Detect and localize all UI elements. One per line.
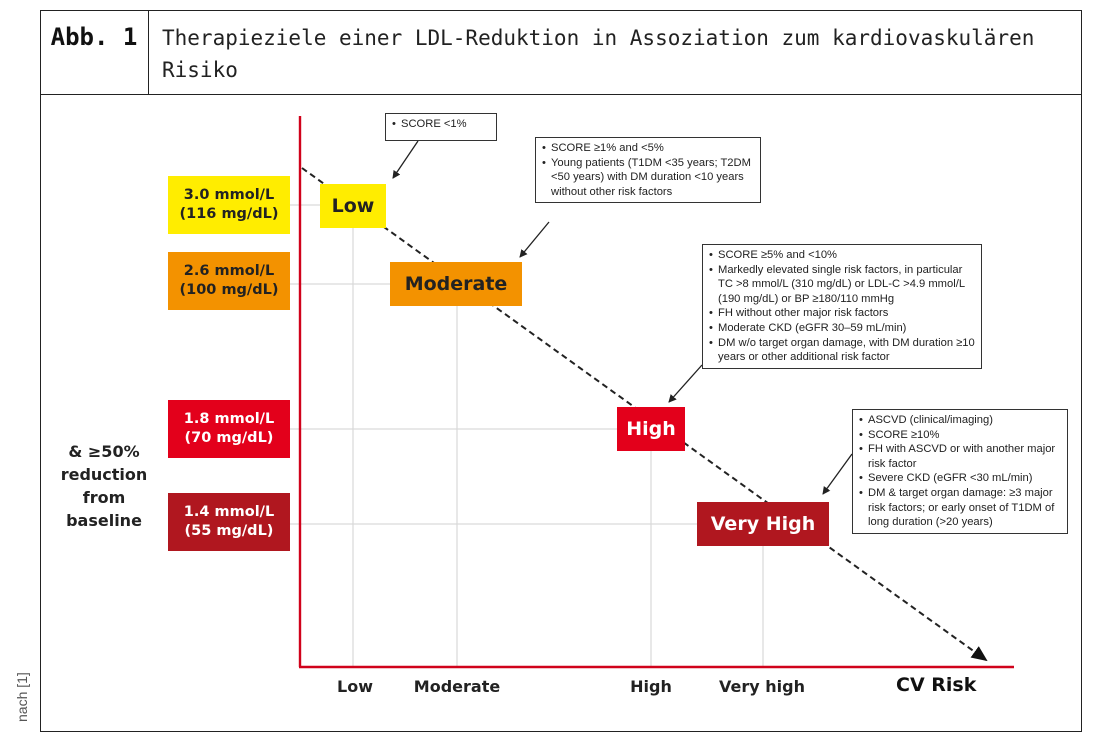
- target-very-high-mgdl: (55 mg/dL): [184, 523, 274, 539]
- figure-frame: [40, 10, 1082, 732]
- callout-high-item: Moderate CKD (eGFR 30–59 mL/min): [709, 321, 975, 336]
- pointer-moderate: [519, 221, 550, 258]
- callout-very-high-item: SCORE ≥10%: [859, 428, 1061, 443]
- header-separator: [148, 10, 149, 94]
- callout-moderate-item: SCORE ≥1% and <5%: [542, 141, 754, 156]
- pointer-low: [392, 140, 419, 179]
- callout-low: SCORE <1%: [385, 113, 497, 141]
- figure-label: Abb. 1: [50, 23, 138, 51]
- target-moderate-mgdl: (100 mg/dL): [179, 282, 279, 298]
- target-low-mmol: 3.0 mmol/L: [183, 187, 275, 203]
- callout-very-high-item: Severe CKD (eGFR <30 mL/min): [859, 471, 1061, 486]
- pointer-very-high: [822, 453, 853, 495]
- risk-high: High: [617, 407, 685, 451]
- callout-high-item: SCORE ≥5% and <10%: [709, 248, 975, 263]
- x-axis-title: CV Risk: [896, 674, 977, 696]
- callout-moderate: SCORE ≥1% and <5% Young patients (T1DM <…: [535, 137, 761, 204]
- reduction-line-3: from: [82, 488, 126, 507]
- callout-very-high-item: ASCVD (clinical/imaging): [859, 413, 1061, 428]
- x-tick-low: Low: [337, 677, 373, 696]
- target-moderate-mmol: 2.6 mmol/L: [183, 263, 275, 279]
- callout-high-item: Markedly elevated single risk factors, i…: [709, 263, 975, 307]
- target-very-high: 1.4 mmol/L (55 mg/dL): [168, 493, 290, 551]
- reduction-line-4: baseline: [66, 511, 142, 530]
- reduction-note: & ≥50% reduction from baseline: [40, 440, 168, 532]
- target-low-mgdl: (116 mg/dL): [179, 206, 279, 222]
- callout-high-item: FH without other major risk factors: [709, 306, 975, 321]
- reduction-line-2: reduction: [60, 465, 148, 484]
- callout-very-high-item: DM & target organ damage: ≥3 major risk …: [859, 486, 1061, 530]
- target-high-mmol: 1.8 mmol/L: [183, 411, 275, 427]
- callout-low-item: SCORE <1%: [392, 117, 490, 132]
- callout-very-high-item: FH with ASCVD or with another major risk…: [859, 442, 1061, 471]
- x-tick-high: High: [630, 677, 672, 696]
- pointer-high: [668, 364, 703, 403]
- target-moderate: 2.6 mmol/L (100 mg/dL): [168, 252, 290, 310]
- risk-moderate: Moderate: [390, 262, 522, 306]
- figure-title: Therapieziele einer LDL-Reduktion in Ass…: [162, 26, 1035, 82]
- reduction-line-1: & ≥50%: [68, 442, 140, 461]
- risk-very-high: Very High: [697, 502, 829, 546]
- target-low: 3.0 mmol/L (116 mg/dL): [168, 176, 290, 234]
- callout-moderate-item: Young patients (T1DM <35 years; T2DM <50…: [542, 156, 754, 200]
- callout-high-item: DM w/o target organ damage, with DM dura…: [709, 336, 975, 365]
- target-very-high-mmol: 1.4 mmol/L: [183, 504, 275, 520]
- x-tick-moderate: Moderate: [413, 677, 501, 696]
- callout-high: SCORE ≥5% and <10% Markedly elevated sin…: [702, 244, 982, 369]
- risk-low: Low: [320, 184, 386, 228]
- x-tick-very-high: Very high: [719, 677, 805, 696]
- callout-very-high: ASCVD (clinical/imaging) SCORE ≥10% FH w…: [852, 409, 1068, 534]
- header-divider: [40, 94, 1082, 95]
- target-high-mgdl: (70 mg/dL): [184, 430, 274, 446]
- target-high: 1.8 mmol/L (70 mg/dL): [168, 400, 290, 458]
